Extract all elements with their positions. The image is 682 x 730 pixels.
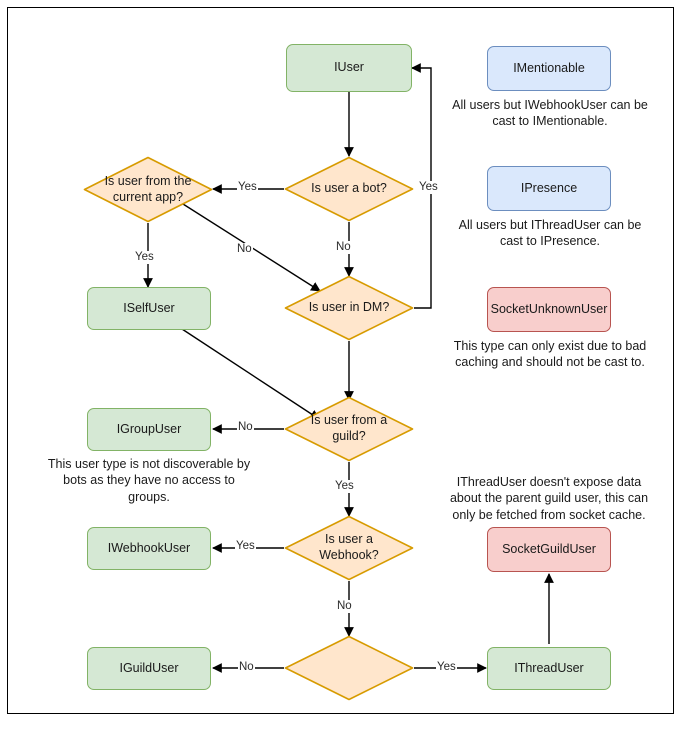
node-ithreaduser-label: IThreadUser xyxy=(514,660,584,675)
diamond-shape xyxy=(284,635,414,701)
diamond-shape xyxy=(284,275,414,341)
edge-label-thread-no: No xyxy=(238,661,255,674)
diamond-shape xyxy=(284,156,414,222)
node-iwebhookuser-label: IWebhookUser xyxy=(107,540,191,555)
node-igroupuser[interactable]: IGroupUser xyxy=(87,408,211,451)
node-igroupuser-label: IGroupUser xyxy=(116,421,182,436)
edge-label-bot-yes: Yes xyxy=(237,181,258,194)
node-ipresence[interactable]: IPresence xyxy=(487,166,611,211)
node-is-user-from-current-app[interactable]: Is user from the current app? xyxy=(83,156,213,223)
node-is-user-in-dm[interactable]: Is user in DM? xyxy=(284,275,414,341)
node-is-user-in-dm-label: Is user in DM? xyxy=(308,300,390,315)
note-igroupuser: This user type is not discoverable by bo… xyxy=(47,457,251,504)
node-is-user-from-a-thread-label xyxy=(284,635,414,701)
diamond-shape xyxy=(284,396,414,462)
diagram-canvas: IUser ISelfUser IGroupUser IWebhookUser … xyxy=(7,7,674,714)
note-socketguilduser: IThreadUser doesn't expose data about th… xyxy=(449,475,649,522)
node-is-user-from-a-guild[interactable]: Is user from a guild? xyxy=(284,396,414,462)
node-ithreaduser[interactable]: IThreadUser xyxy=(487,647,611,690)
diamond-shape xyxy=(83,156,213,223)
node-imentionable[interactable]: IMentionable xyxy=(487,46,611,91)
node-iuser-label: IUser xyxy=(334,60,364,75)
node-is-user-a-webhook-label: Is user a Webhook? xyxy=(319,532,379,562)
node-iuser[interactable]: IUser xyxy=(286,44,412,92)
node-ipresence-label: IPresence xyxy=(520,180,578,195)
note-socketunknownuser: This type can only exist due to bad cach… xyxy=(453,339,647,370)
edge-label-guild-no: No xyxy=(237,421,254,434)
edge-label-guild-yes: Yes xyxy=(334,480,355,493)
node-is-user-from-a-guild-label: Is user from a guild? xyxy=(310,413,388,443)
node-is-user-a-bot-label: Is user a bot? xyxy=(311,181,387,196)
node-is-user-from-a-thread[interactable] xyxy=(284,635,414,701)
edge-label-app-no: No xyxy=(236,243,253,256)
node-iwebhookuser[interactable]: IWebhookUser xyxy=(87,527,211,570)
node-is-user-a-webhook[interactable]: Is user a Webhook? xyxy=(284,515,414,581)
node-iguilduser-label: IGuildUser xyxy=(119,660,179,675)
diamond-shape xyxy=(284,515,414,581)
edge-label-bot-no: No xyxy=(335,241,352,254)
edge-label-webhook-yes: Yes xyxy=(235,540,256,553)
node-imentionable-label: IMentionable xyxy=(513,60,585,75)
node-iguilduser[interactable]: IGuildUser xyxy=(87,647,211,690)
note-imentionable: All users but IWebhookUser can be cast t… xyxy=(452,98,648,129)
edge-label-dm-yes: Yes xyxy=(418,181,439,194)
node-iselfuser-label: ISelfUser xyxy=(123,300,175,315)
node-iselfuser[interactable]: ISelfUser xyxy=(87,287,211,330)
node-socketunknownuser-label: SocketUnknownUser xyxy=(490,301,608,316)
node-socketguilduser-label: SocketGuildUser xyxy=(502,541,596,556)
node-is-user-from-current-app-label: Is user from the current app? xyxy=(104,173,192,204)
node-is-user-a-bot[interactable]: Is user a bot? xyxy=(284,156,414,222)
edge-label-webhook-no: No xyxy=(336,600,353,613)
note-ipresence: All users but IThreadUser can be cast to… xyxy=(458,218,642,249)
node-socketunknownuser[interactable]: SocketUnknownUser xyxy=(487,287,611,332)
edge-label-app-yes: Yes xyxy=(134,251,155,264)
node-socketguilduser[interactable]: SocketGuildUser xyxy=(487,527,611,572)
edge-label-thread-yes: Yes xyxy=(436,661,457,674)
